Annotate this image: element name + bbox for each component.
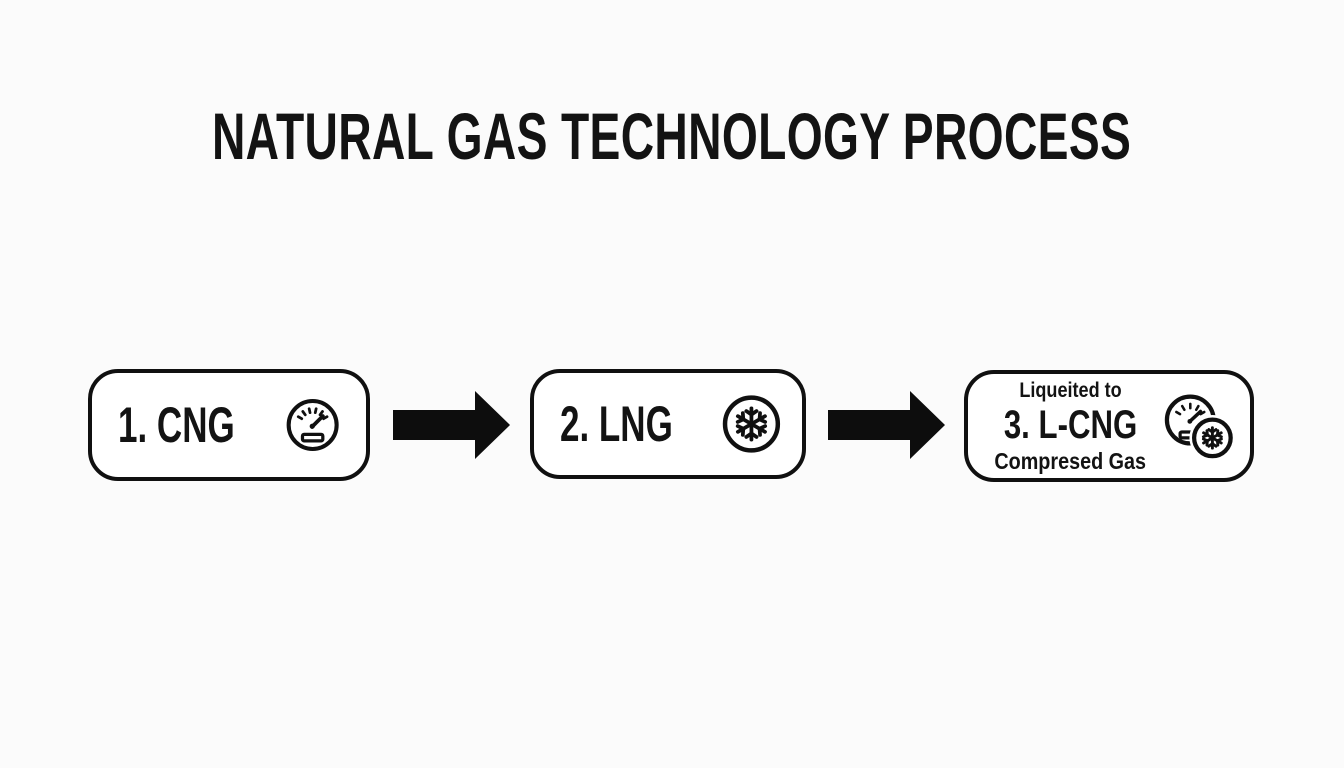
pressure-gauge-icon	[286, 398, 339, 452]
step-lcng-label-above: Liqueited to	[1019, 378, 1122, 402]
snowflake-icon	[722, 395, 781, 453]
flow-arrow-icon	[828, 391, 945, 459]
step-box-lng: 2. LNG	[530, 369, 806, 479]
flow-arrow-icon	[393, 391, 510, 459]
step-box-lcng: Liqueited to 3. L-CNG Compresed Gas	[964, 370, 1254, 482]
gauge-and-snowflake-icon	[1165, 394, 1236, 461]
step-label-cng: 1. CNG	[118, 397, 235, 453]
step-lcng-text-block: Liqueited to 3. L-CNG Compresed Gas	[982, 380, 1158, 473]
step-label-lng: 2. LNG	[560, 396, 673, 452]
step-label-lcng: 3. L-CNG	[1003, 402, 1137, 447]
step-box-cng: 1. CNG	[88, 369, 370, 481]
diagram-title-row: NATURAL GAS TECHNOLOGY PROCESS	[0, 98, 1344, 174]
diagram-title: NATURAL GAS TECHNOLOGY PROCESS	[212, 99, 1132, 173]
step-lcng-label-below: Compresed Gas	[994, 447, 1147, 474]
